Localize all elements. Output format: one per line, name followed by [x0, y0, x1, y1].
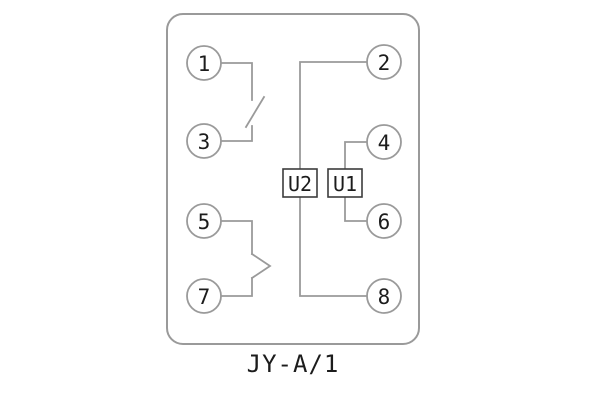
case-outline — [166, 13, 420, 345]
wire-terminal-5 — [220, 220, 253, 255]
terminal-7: 7 — [186, 278, 222, 314]
model-title: JY-A/1 — [246, 350, 340, 378]
component-u2: U2 — [282, 168, 318, 198]
terminal-6-label: 6 — [378, 210, 391, 234]
terminal-1-label: 1 — [198, 52, 211, 76]
terminal-3: 3 — [186, 123, 222, 159]
terminal-8-circle — [366, 278, 402, 314]
terminal-4: 4 — [366, 124, 402, 160]
component-u2-box — [282, 168, 318, 198]
component-u1-label: U1 — [333, 172, 357, 196]
wire-terminal-6 — [344, 196, 368, 222]
component-u2-label: U2 — [288, 172, 312, 196]
terminal-2-label: 2 — [378, 51, 391, 75]
terminal-5: 5 — [186, 203, 222, 239]
terminal-4-label: 4 — [378, 131, 391, 155]
terminal-3-label: 3 — [198, 130, 211, 154]
terminal-7-label: 7 — [198, 285, 211, 309]
terminal-6: 6 — [366, 203, 402, 239]
wire-terminal-2 — [299, 61, 368, 170]
terminal-8-label: 8 — [378, 285, 391, 309]
component-u1-box — [327, 168, 363, 198]
terminal-2-circle — [366, 44, 402, 80]
terminal-8: 8 — [366, 278, 402, 314]
terminal-6-circle — [366, 203, 402, 239]
terminal-5-circle — [186, 203, 222, 239]
terminal-3-circle — [186, 123, 222, 159]
terminal-1-circle — [186, 45, 222, 81]
wire-terminal-1 — [220, 62, 253, 101]
wire-terminal-3 — [220, 125, 253, 142]
terminal-1: 1 — [186, 45, 222, 81]
wire-terminal-4 — [344, 141, 368, 170]
wiring — [220, 61, 368, 297]
terminal-4-circle — [366, 124, 402, 160]
terminal-2: 2 — [366, 44, 402, 80]
contact-blade-1-3 — [244, 95, 266, 129]
wire-terminal-7 — [220, 277, 253, 297]
contact-blade-5-7 — [250, 252, 272, 280]
component-u1: U1 — [327, 168, 363, 198]
wire-terminal-8 — [299, 196, 368, 297]
terminal-5-label: 5 — [198, 210, 211, 234]
terminal-7-circle — [186, 278, 222, 314]
